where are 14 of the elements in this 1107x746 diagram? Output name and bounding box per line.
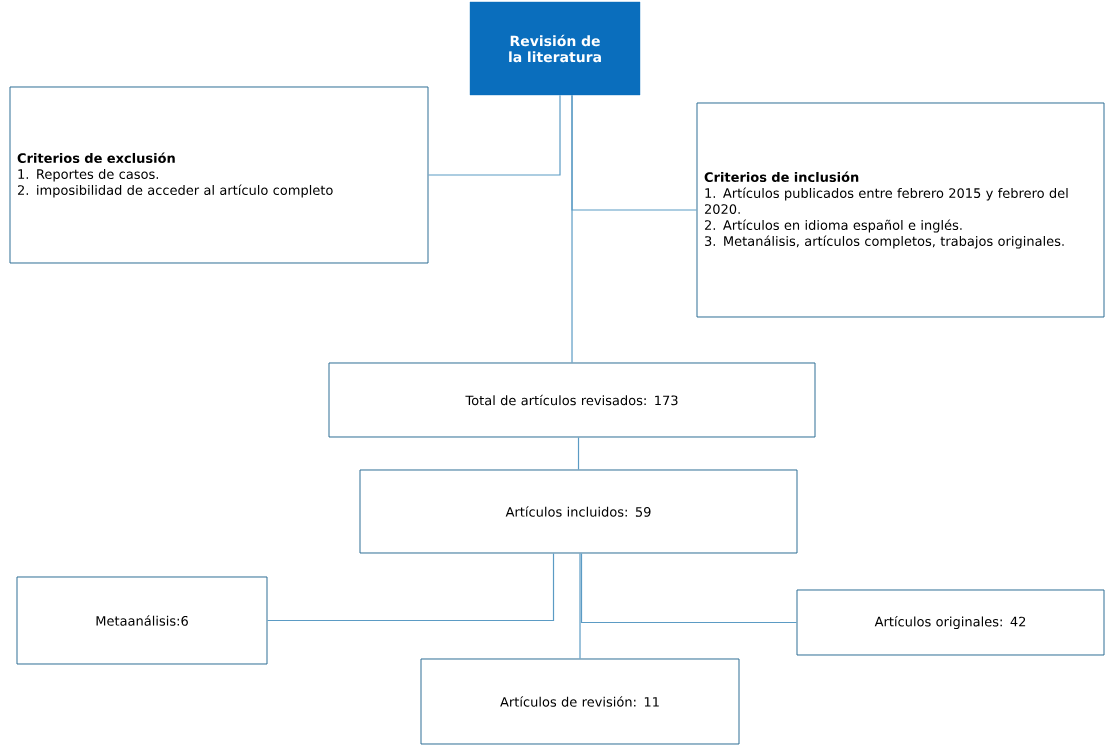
connector-line <box>427 94 561 176</box>
process-box: Artículos incluidos: 59 <box>359 469 798 554</box>
connector-line <box>579 552 581 660</box>
criteria-box: Criterios de exclusión 1. Reportes de casos. 2. imposibilidad de acceder al artículo completo <box>9 86 429 264</box>
process-box: Total de artículos revisados: 173 <box>328 362 816 438</box>
criteria-box: Criterios de inclusión 1. Artículos publicados entre febrero 2015 y febrero del 2020. 2. Artículos en idioma español e inglés. 3. Metanálisis, artículos completos, trabajos originales. <box>696 102 1105 318</box>
connector-line <box>577 436 580 471</box>
title-box: Revisión de la literatura <box>469 1 641 96</box>
connector-line <box>571 94 573 364</box>
process-box: Metaanálisis:6 <box>16 576 268 665</box>
connector-line <box>580 552 798 624</box>
process-box: Artículos originales: 42 <box>796 589 1105 656</box>
connector-line <box>266 552 555 622</box>
process-box: Artículos de revisión: 11 <box>420 658 740 745</box>
